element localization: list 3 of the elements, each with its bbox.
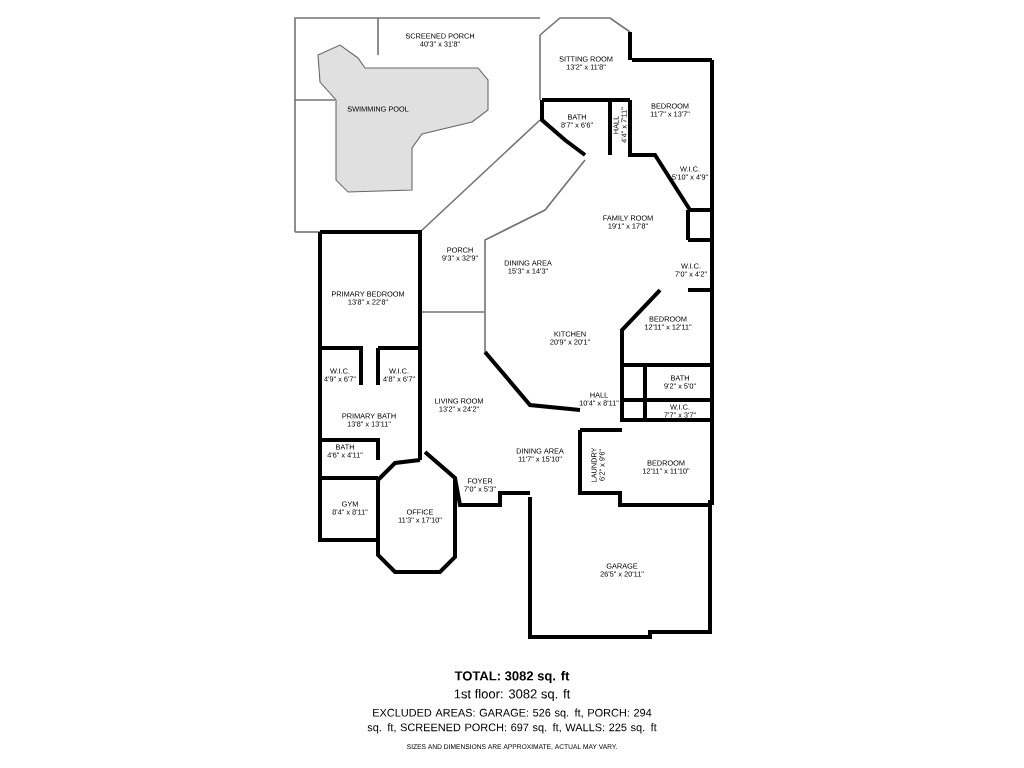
floor-area-text: 1st floor: 3082 sq. ft <box>454 688 571 702</box>
excluded-areas-text: EXCLUDED AREAS: GARAGE: 526 sq. ft, PORCH: 294 sq. ft, SCREENED PORCH: 697 sq. ft, WALLS: 225 sq. ft <box>367 708 657 734</box>
total-area-text: TOTAL: 3082 sq. ft <box>454 670 570 684</box>
